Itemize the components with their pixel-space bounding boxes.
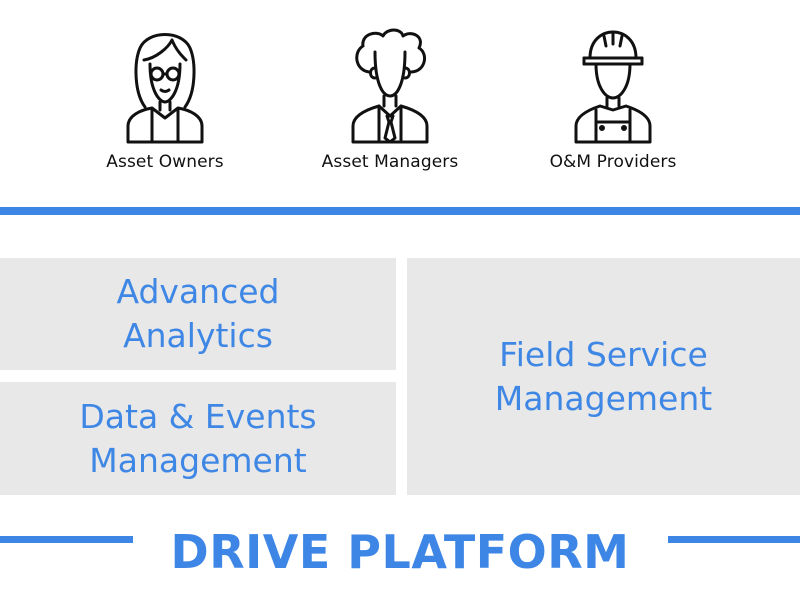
field-service-box: Field Service Management (407, 258, 800, 495)
data-events-box: Data & Events Management (0, 382, 396, 495)
persona-label: Asset Managers (321, 152, 459, 172)
advanced-analytics-label: Advanced Analytics (116, 272, 280, 355)
platform-title: DRIVE PLATFORM (170, 525, 630, 579)
worker-with-hard-hat-icon (574, 30, 652, 144)
platform-line-right (668, 536, 800, 543)
persona-asset-owners: Asset Owners (65, 22, 265, 182)
data-events-label: Data & Events Management (79, 396, 317, 480)
persona-label: Asset Owners (106, 152, 224, 172)
man-with-tie-icon (351, 28, 429, 144)
persona-divider (0, 207, 800, 215)
field-service-label: Field Service Management (494, 334, 713, 418)
persona-label: O&M Providers (549, 152, 677, 172)
platform-line-left (0, 536, 133, 543)
woman-with-glasses-icon (126, 33, 204, 144)
persona-asset-managers: Asset Managers (290, 22, 490, 182)
advanced-analytics-box: Advanced Analytics (0, 258, 396, 370)
persona-om-providers: O&M Providers (513, 22, 713, 182)
